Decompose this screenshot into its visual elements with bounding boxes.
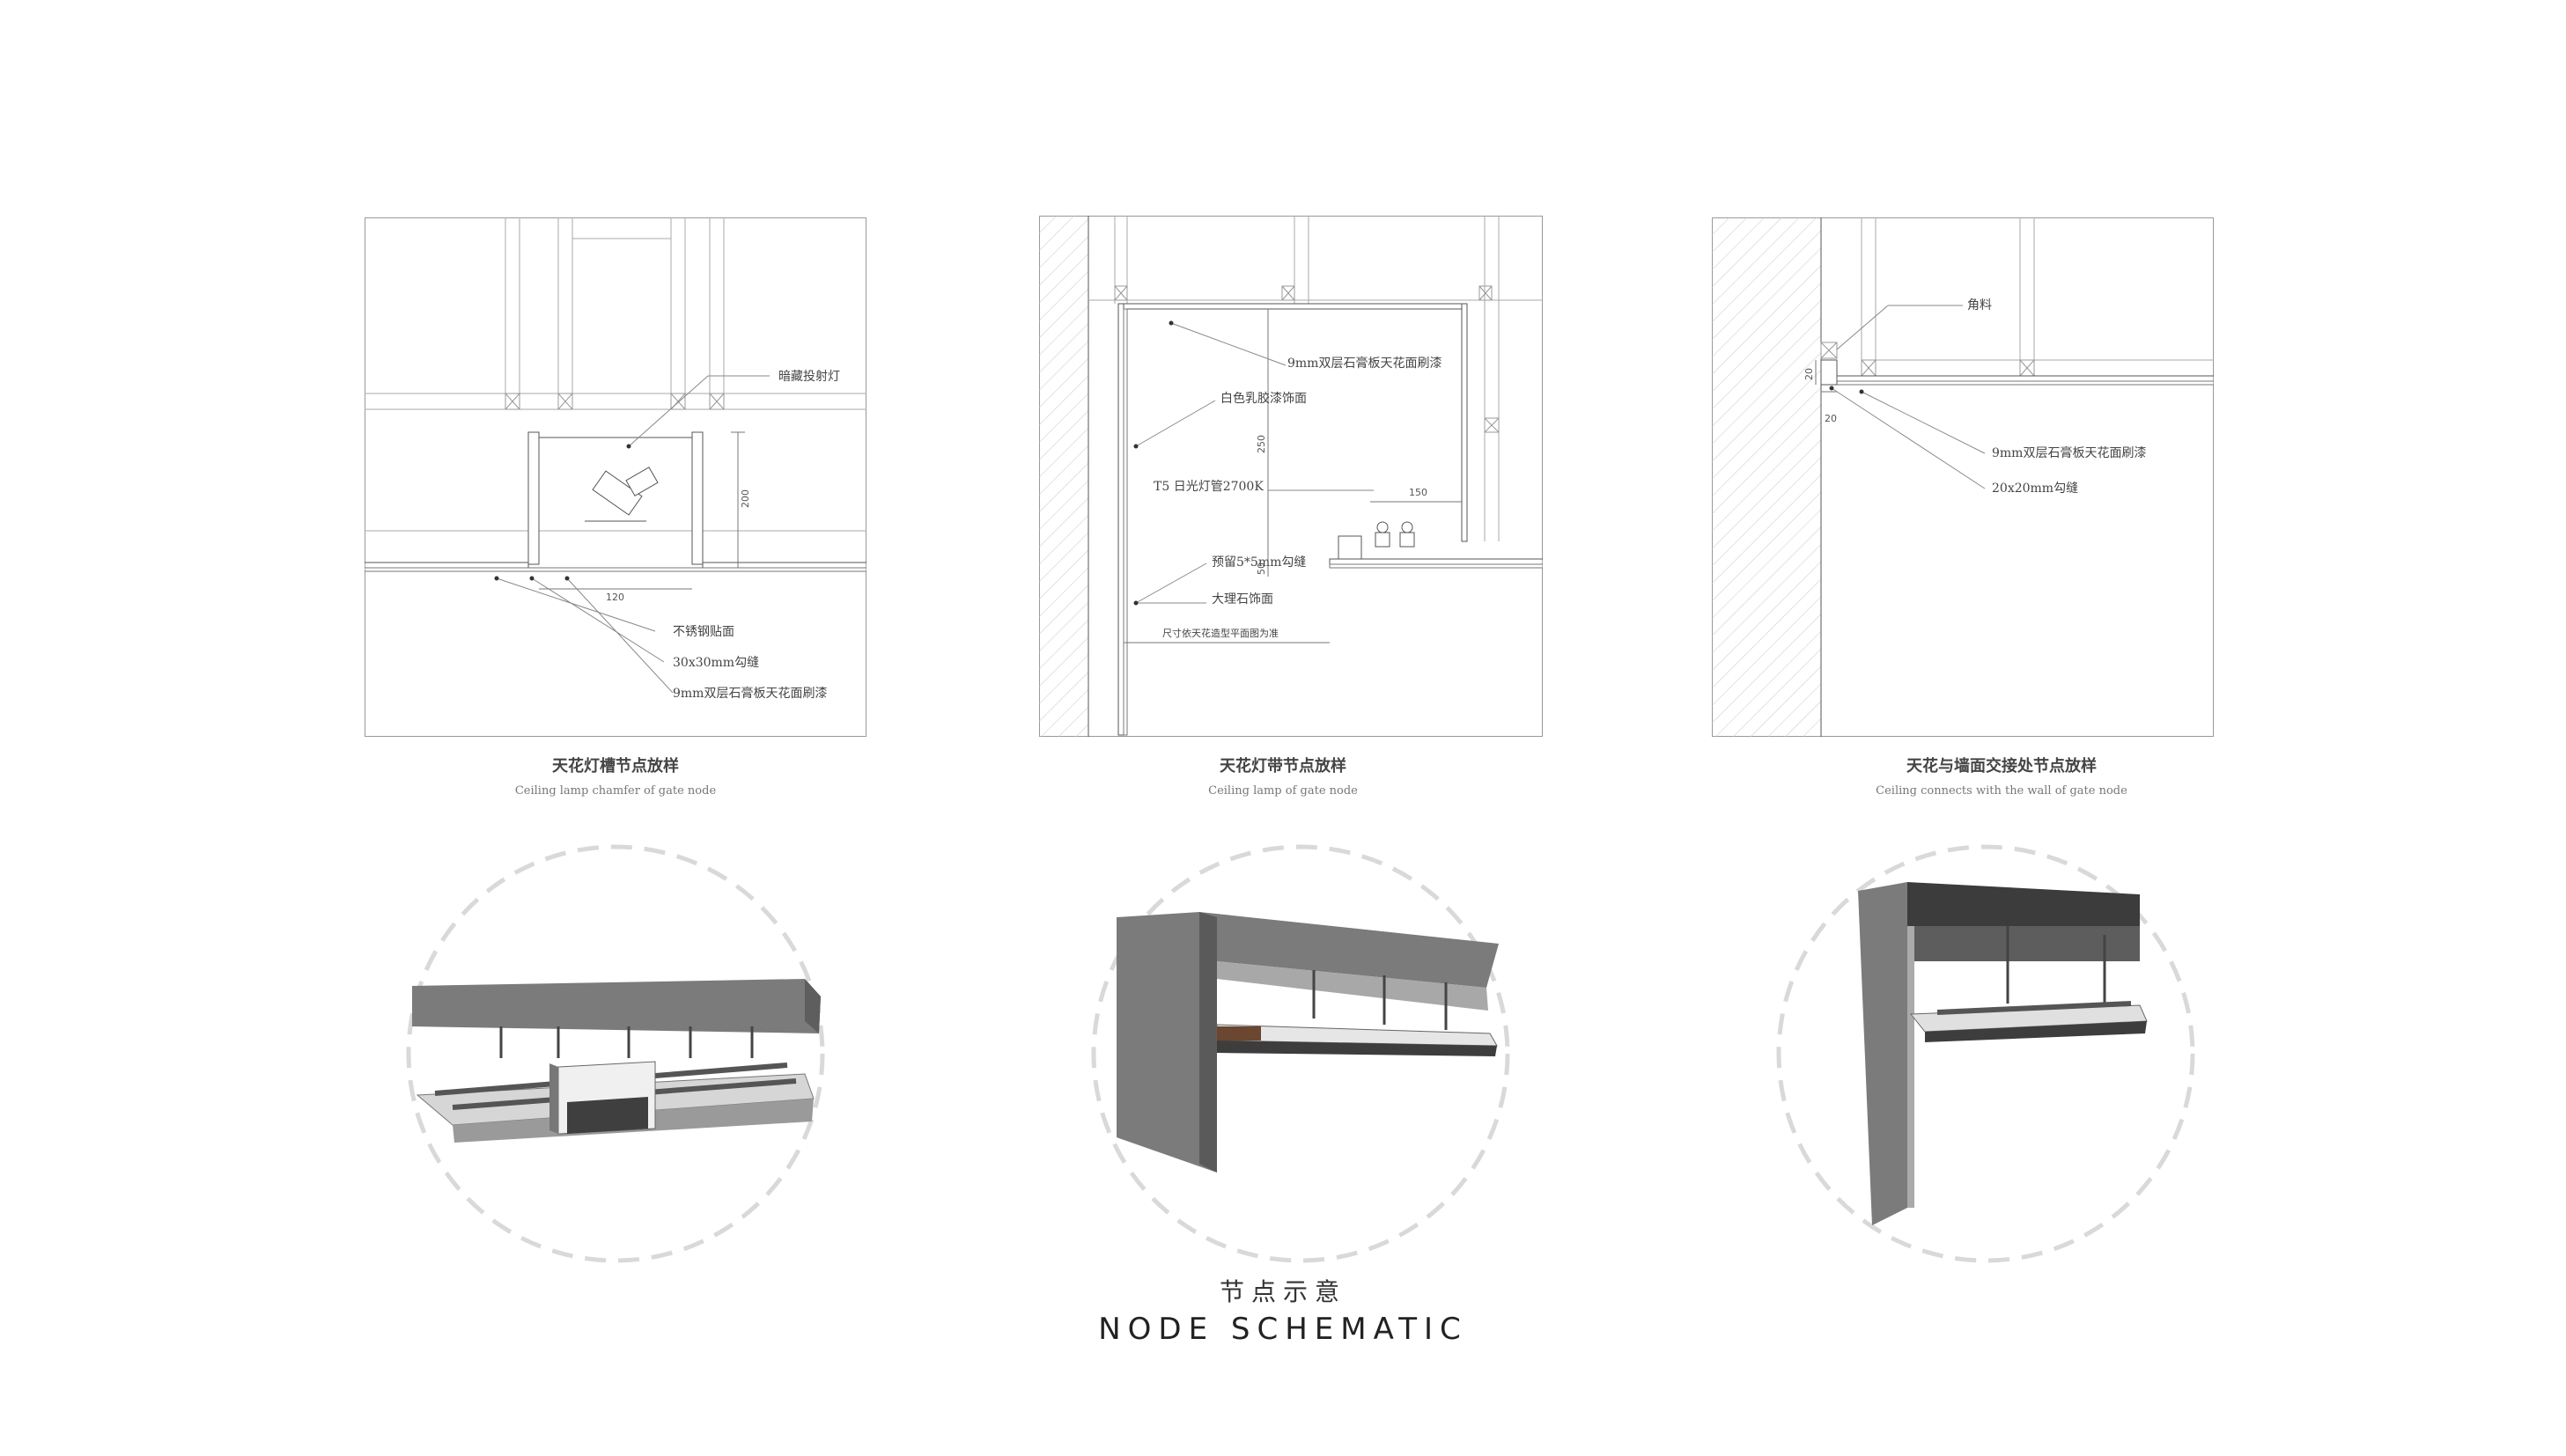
dim-height: 250: [1256, 435, 1267, 453]
label-steel: 不锈钢贴面: [673, 625, 734, 639]
detail-drawing-ceiling-wall: 20 20 角料 9mm双层石膏板天花面刷漆 20x20mm勾缝: [1712, 217, 2214, 737]
schematic-3d-lamp-chamfer: [400, 838, 831, 1269]
label-lamp: 暗藏投射灯: [778, 370, 840, 384]
label-angle: 角料: [1967, 298, 1992, 313]
footer-title-en: NODE SCHEMATIC: [1098, 1312, 1468, 1347]
label-tube: T5 日光灯管2700K: [1154, 480, 1264, 494]
label-reserve: 预留5*5mm勾缝: [1212, 555, 1306, 570]
dim-width: 120: [606, 592, 624, 603]
dim-a: 20: [1803, 368, 1815, 380]
caption-en-lamp-chamfer: Ceiling lamp chamfer of gate node: [514, 784, 717, 798]
label-groove: 20x20mm勾缝: [1992, 482, 2078, 496]
caption-en-lamp-strip: Ceiling lamp of gate node: [1208, 784, 1358, 798]
label-latex: 白色乳胶漆饰面: [1220, 391, 1307, 406]
label-board: 9mm双层石膏板天花面刷漆: [1287, 356, 1442, 371]
caption-cn-lamp-chamfer: 天花灯槽节点放样: [552, 757, 679, 776]
detail-drawing-lamp-chamfer: 200 120 暗藏投射灯 不锈钢贴面 30x30mm勾缝 9mm双层石膏板天花…: [365, 217, 866, 737]
dim-height: 200: [740, 489, 751, 508]
dim-b: 20: [1825, 413, 1837, 424]
schematic-3d-ceiling-wall: [1770, 838, 2201, 1269]
detail-drawing-lamp-strip: 250 150 50 9mm双层石膏板天花面刷漆 白色乳胶漆饰面 T5 日光灯管…: [1039, 216, 1543, 737]
label-board: 9mm双层石膏板天花面刷漆: [673, 686, 827, 701]
schematic-3d-lamp-strip: [1085, 838, 1516, 1269]
caption-cn-ceiling-wall: 天花与墙面交接处节点放样: [1906, 757, 2097, 776]
caption-en-ceiling-wall: Ceiling connects with the wall of gate n…: [1876, 784, 2127, 798]
caption-cn-lamp-strip: 天花灯带节点放样: [1220, 757, 1346, 776]
label-board: 9mm双层石膏板天花面刷漆: [1992, 445, 2146, 460]
label-note: 尺寸依天花造型平面图为准: [1162, 627, 1279, 639]
dim-small: 50: [1256, 563, 1267, 575]
label-groove: 30x30mm勾缝: [673, 656, 759, 670]
dim-width: 150: [1409, 487, 1427, 498]
footer-title-cn: 节点示意: [1219, 1277, 1346, 1306]
label-marble: 大理石饰面: [1212, 592, 1273, 607]
